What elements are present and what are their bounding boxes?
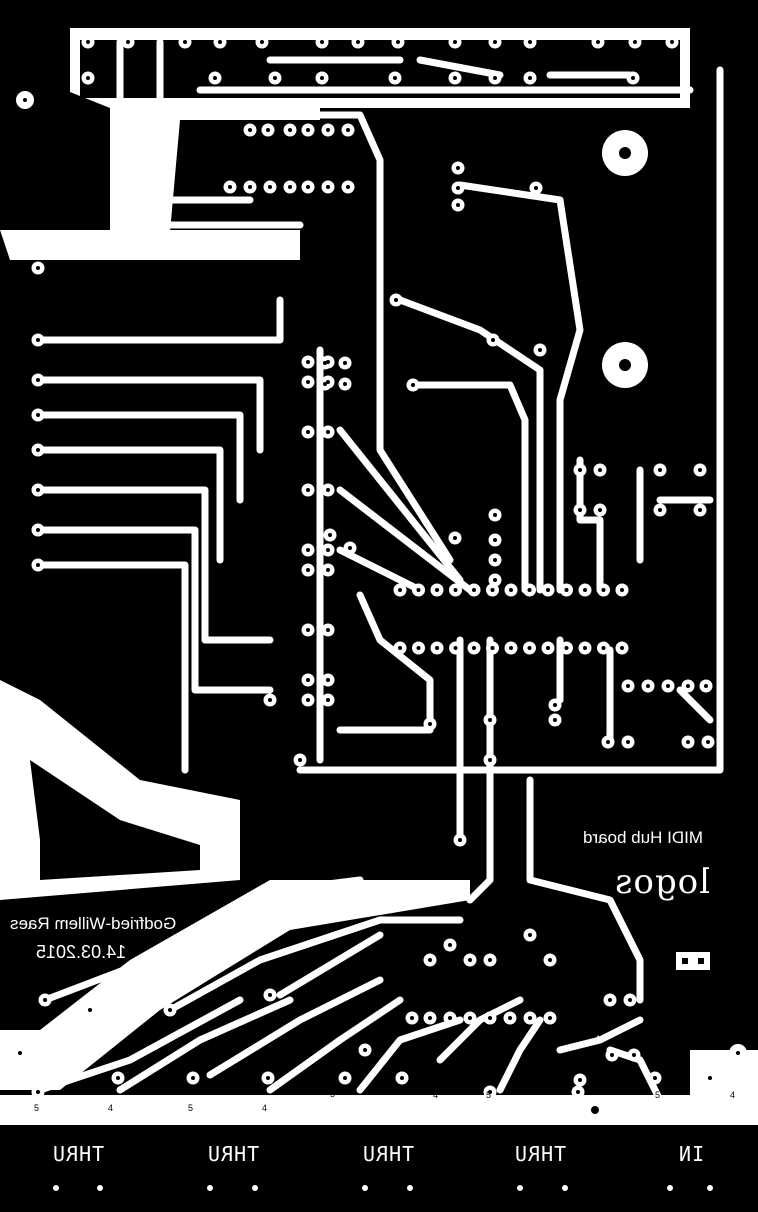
pin-label: 5	[330, 1089, 336, 1099]
port-label-thru-1: THRU	[52, 1142, 105, 1166]
pin-label: 4	[730, 1090, 736, 1100]
pin-label: 5	[655, 1090, 661, 1100]
port-label-thru-3: THRU	[362, 1142, 415, 1166]
board-title: MIDI Hub board	[583, 828, 703, 847]
pin-label: 5	[34, 1103, 40, 1113]
date-label: 14.03.2015	[36, 942, 127, 962]
pin-label: 4	[433, 1090, 439, 1100]
port-label-thru-4: THRU	[514, 1142, 567, 1166]
author-label: Godfried-Willem Raes	[10, 914, 177, 933]
pin-label: 4	[262, 1103, 268, 1113]
logo-text: logos	[614, 862, 711, 902]
pin-label: 1	[596, 1034, 602, 1044]
pin-label: 4	[556, 1077, 562, 1087]
pin-label: 4	[108, 1103, 114, 1113]
port-label-thru-2: THRU	[207, 1142, 260, 1166]
pin-label: 5	[486, 1090, 492, 1100]
port-label-in: IN	[678, 1142, 705, 1166]
pin-label: 5	[188, 1103, 194, 1113]
pin-label: 3	[345, 142, 351, 152]
